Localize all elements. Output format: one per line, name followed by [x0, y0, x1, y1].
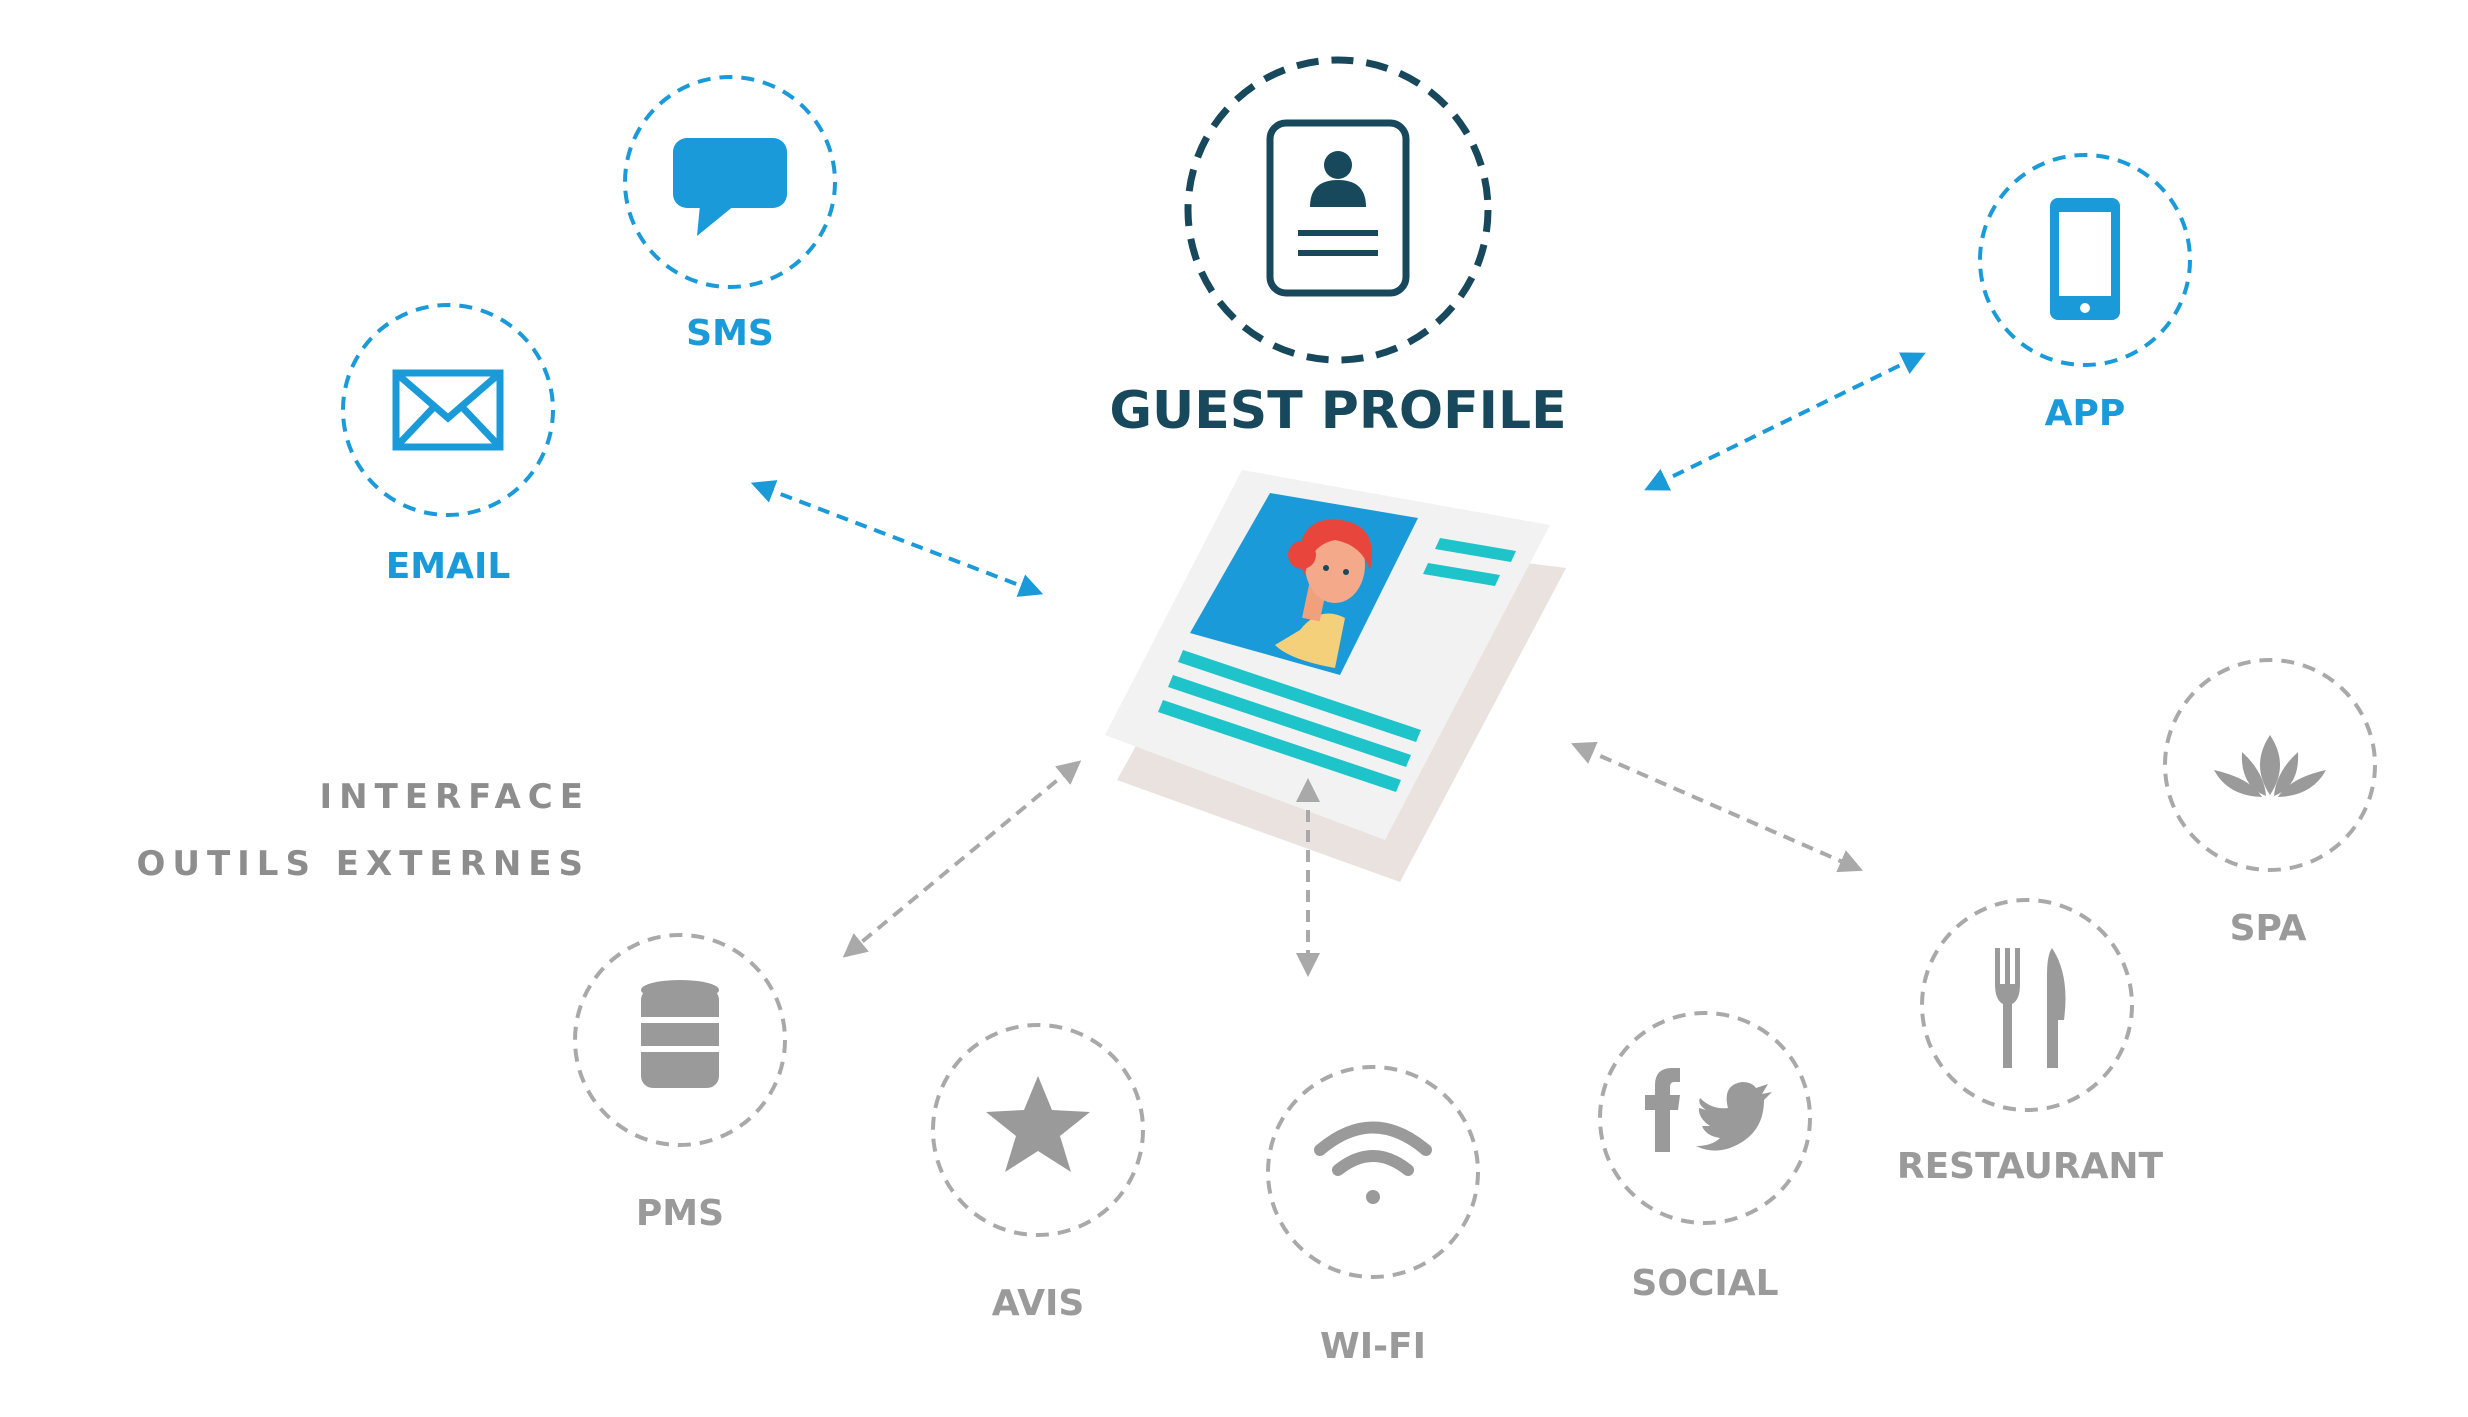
- avis-ring: [931, 1023, 1145, 1237]
- avis-node: AVIS: [931, 1023, 1145, 1324]
- restaurant-link-arrow: [1571, 741, 1863, 873]
- spa-label: SPA: [2230, 908, 2307, 949]
- app-ring: [1978, 153, 2192, 367]
- email-ring: [341, 303, 555, 517]
- facebook-twitter-icon: [1645, 1068, 1772, 1152]
- pms-node: PMS: [573, 933, 787, 1234]
- social-label: SOCIAL: [1631, 1263, 1778, 1304]
- sms-label: SMS: [686, 313, 774, 354]
- restaurant-node: RESTAURANT: [1897, 898, 2164, 1187]
- star-icon: [986, 1076, 1090, 1172]
- wifi-ring: [1266, 1065, 1480, 1279]
- info-line: [1178, 650, 1421, 742]
- app-node: APP: [1978, 153, 2192, 434]
- email-label: EMAIL: [386, 546, 511, 587]
- pms-link-arrow: [842, 760, 1082, 958]
- guest-profile-title: GUEST PROFILE: [1109, 381, 1566, 441]
- social-node: SOCIAL: [1598, 1011, 1812, 1304]
- smartphone-icon: [2050, 198, 2120, 320]
- pms-ring: [573, 933, 787, 1147]
- pms-label: PMS: [636, 1193, 724, 1234]
- guest-portrait: [1275, 519, 1372, 668]
- spa-ring: [2163, 658, 2377, 872]
- profile-document-illustration: [1105, 470, 1566, 882]
- wifi-icon: [1314, 1121, 1432, 1204]
- guest-profile-node: GUEST PROFILE: [1109, 56, 1567, 441]
- info-line: [1158, 700, 1401, 792]
- sms-ring: [623, 75, 837, 289]
- spa-node: SPA: [2163, 658, 2377, 949]
- envelope-icon: [392, 369, 504, 451]
- restaurant-label: RESTAURANT: [1897, 1146, 2164, 1187]
- social-ring: [1598, 1011, 1812, 1225]
- speech-bubble-icon: [673, 138, 787, 236]
- side-label-line2: OUTILS EXTERNES: [136, 844, 590, 884]
- wifi-label: WI-FI: [1320, 1326, 1426, 1367]
- info-line: [1435, 538, 1516, 562]
- sms-node: SMS: [623, 75, 837, 354]
- app-link-arrow: [1644, 352, 1926, 491]
- guest-profile-ring: [1184, 56, 1492, 364]
- avis-label: AVIS: [992, 1283, 1085, 1324]
- info-line: [1168, 675, 1411, 767]
- email-sms-link-arrow: [750, 480, 1044, 597]
- app-label: APP: [2045, 393, 2126, 434]
- lotus-icon: [2214, 735, 2326, 797]
- email-node: EMAIL: [341, 303, 555, 587]
- id-card-icon: [1266, 119, 1410, 297]
- info-line: [1423, 563, 1500, 586]
- wifi-node: WI-FI: [1266, 1065, 1480, 1367]
- restaurant-ring: [1920, 898, 2134, 1112]
- external-tools-label: INTERFACE OUTILS EXTERNES: [136, 777, 590, 884]
- fork-knife-icon: [1995, 948, 2066, 1068]
- side-label-line1: INTERFACE: [319, 777, 590, 817]
- database-icon: [641, 980, 719, 1088]
